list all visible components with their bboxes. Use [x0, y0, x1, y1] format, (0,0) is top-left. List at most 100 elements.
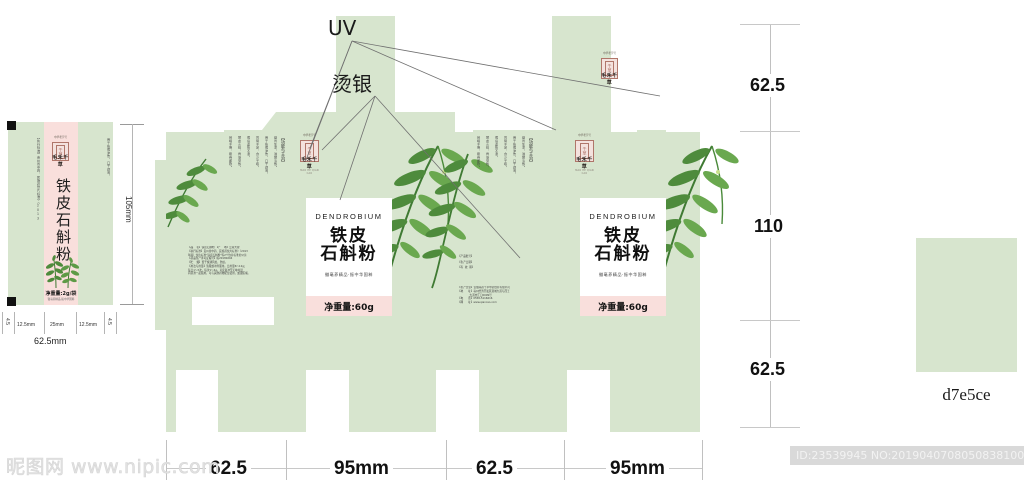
sachet-side-panel-text: 用于热病津伤、口干烦渴，	[106, 138, 110, 178]
seg-rule-4	[104, 312, 105, 334]
vertical-dimension-2: 62.5	[746, 358, 790, 381]
seg-rule-1	[14, 312, 15, 334]
front-panel-1: DENDROBIUM 铁皮 石斛粉 徽亳养精品·振中华国粹 净重量:60g	[306, 198, 392, 316]
barcode-placeholder	[192, 297, 274, 325]
side-panel-heading-1: 【功能与主治】	[281, 136, 286, 164]
side-panel-line-1e: 阴虚火旺、骨蒸劳热，	[237, 136, 241, 169]
title-line1-1: 铁皮	[330, 226, 368, 246]
brand-seal-panel1: 中华老字号 千草 毛禾千草 MAO HE QIAN CAO	[300, 134, 319, 175]
side-panel-text-2: 【功能与主治】 益胃生津，滋阴清热。 用于热病津伤、口干烦渴， 胃阴不足、食少干…	[470, 136, 534, 241]
title-line2-1: 石斛粉	[320, 244, 378, 265]
seal-caption: 中华老字号	[54, 136, 67, 139]
vdim-tick-0	[740, 24, 800, 25]
vertical-dimension-0: 62.5	[746, 74, 790, 97]
net-weight-2: 净重量:60g	[580, 296, 666, 316]
front-panel-2: DENDROBIUM 铁皮 石斛粉 徽亳养精品·振中华国粹 净重量:60g	[580, 198, 666, 316]
brand-name-panel3: 毛禾千草	[576, 157, 593, 170]
brand-seal-top-flap: 中华老字号 千草 毛禾千草	[601, 52, 618, 86]
side-panel-text-1: 【功能与主治】 益胃生津，滋阴清热。 用于热病津伤、口干烦渴， 胃阴不足、食少干…	[222, 136, 286, 241]
seg-label-4: 4.5	[106, 318, 112, 325]
title-line2-2: 石斛粉	[594, 244, 652, 265]
subtitle-1: 徽亳养精品·振中华国粹	[325, 271, 373, 277]
registration-mark-top-left	[7, 121, 16, 130]
side-panel-line-2d: 病后虚热不退，	[494, 136, 498, 160]
horizontal-dimension-1: 95mm	[330, 458, 393, 480]
seg-label-1: 12.5mm	[17, 322, 36, 328]
seal-inner-frame-3: 千草	[579, 143, 590, 160]
seal-inner-frame-top: 千草	[605, 60, 614, 76]
seal-character-3: 千草	[582, 147, 588, 156]
annotation-hot-silver: 烫银	[332, 72, 372, 96]
sachet-net-weight: 净重量:2g/袋	[45, 291, 77, 297]
label-height-value: 105mm	[124, 196, 133, 223]
seal-caption-1: 中华老字号	[303, 134, 316, 137]
side-panel-line-1b: 用于热病津伤、口干烦渴，	[264, 136, 268, 176]
annotation-uv: UV	[328, 16, 357, 40]
vdim-tick-1	[740, 131, 800, 132]
side-panel-line-1a: 益胃生津，滋阴清热。	[273, 136, 277, 169]
label-total-width-value: 62.5mm	[34, 336, 67, 346]
side-panel-line-2b: 用于热病津伤、口干烦渴，	[512, 136, 516, 176]
seg-label-3: 12.5mm	[79, 322, 98, 328]
vdim-tick-2	[740, 320, 800, 321]
seal-caption-3: 中华老字号	[578, 134, 591, 137]
seal-inner-frame: 千草	[56, 144, 65, 159]
hdim-tick-0	[166, 440, 167, 480]
seg-rule-3	[76, 312, 77, 334]
sachet-label-artwork: 【执行标准】贵州省中药、民族药饮片标准》（2013 用于热病津伤、口干烦渴， 中…	[7, 121, 113, 306]
hdim-tick-2	[446, 440, 447, 480]
horizontal-dimension-2: 62.5	[472, 458, 517, 480]
side-panel-line-2e: 阴虚火旺、骨蒸劳热，	[485, 136, 489, 169]
seal-caption-top: 中华老字号	[603, 52, 616, 55]
latin-name-1: DENDROBIUM	[315, 212, 383, 221]
label-height-tick-bottom	[120, 304, 144, 305]
seal-box-top: 千草	[601, 58, 618, 79]
asset-id-strip: ID:23539945 NO:20190407080508381000	[790, 446, 1024, 465]
seal-character-1: 千草	[307, 147, 313, 156]
registration-mark-bottom-left	[7, 297, 16, 306]
horizontal-dimension-3: 95mm	[606, 458, 669, 480]
batch-info-block: 【产品批号】 【生产日期】 【有 效 期】	[458, 255, 475, 270]
seal-box: 千草	[52, 142, 69, 162]
brand-pinyin-panel1: MAO HE QIAN CAO	[300, 169, 319, 175]
seg-rule-5	[116, 312, 117, 334]
brand-name-panel1: 毛禾千草	[301, 157, 318, 170]
title-line1-2: 铁皮	[604, 226, 642, 246]
seg-rule-2	[44, 312, 45, 334]
seg-label-2: 25mm	[50, 322, 64, 328]
side-panel-line-2c: 胃阴不足、食少干呕，	[503, 136, 507, 169]
side-panel-line-1f: 目暗不明、筋骨痿软。	[228, 136, 232, 169]
color-swatch	[916, 238, 1017, 372]
seal-character-top: 千草	[607, 64, 613, 73]
vdim-tick-3	[740, 427, 800, 428]
seg-label-0: 4.5	[4, 318, 10, 325]
side-panel-line-1d: 病后虚热不退，	[246, 136, 250, 160]
seal-box-1: 千草	[300, 140, 319, 163]
seal-character: 千草	[58, 147, 64, 156]
latin-name-2: DENDROBIUM	[589, 212, 657, 221]
seal-inner-frame-1: 千草	[304, 143, 315, 160]
hdim-tick-3	[564, 440, 565, 480]
label-height-dimension-line	[132, 124, 133, 304]
net-weight-1: 净重量:60g	[306, 296, 392, 316]
side-panel-line-2a: 益胃生津，滋阴清热。	[521, 136, 525, 169]
company-info-block: 【生产企业】安徽亳药千草中药饮片有限公司 【地 址】亳州经济开发区酒城大道与西王…	[458, 286, 510, 304]
side-panel-line-1c: 胃阴不足、食少干呕，	[255, 136, 259, 169]
brand-name-sachet: 毛禾千草	[52, 155, 69, 168]
brand-name-top: 毛禾千草	[601, 73, 618, 86]
sachet-product-info-text: 【执行标准】贵州省中药、民族药饮片标准》（2013	[36, 136, 40, 221]
hdim-tick-1	[286, 440, 287, 480]
seg-rule-0	[2, 312, 3, 334]
brand-seal-sachet: 中华老字号 千草 毛禾千草	[52, 136, 69, 168]
side-panel-line-2f: 目暗不明、筋骨痿软。	[476, 136, 480, 169]
vertical-dimension-1: 110	[750, 215, 788, 238]
sachet-net-weight-sub: 徽亳养精品·振中华国粹	[47, 298, 75, 301]
hdim-tick-4	[702, 440, 703, 480]
product-info-block-1: 【品 名】铁皮石斛粉 【产 地】云南大理 【执行标准】贵州省中药、民族药饮片标准…	[188, 246, 251, 276]
brand-seal-panel3: 中华老字号 千草 毛禾千草 MAO HE QIAN CAO	[575, 134, 594, 175]
subtitle-2: 徽亳养精品·振中华国粹	[599, 271, 647, 277]
site-watermark: 昵图网 www.nipic.com	[6, 456, 221, 479]
